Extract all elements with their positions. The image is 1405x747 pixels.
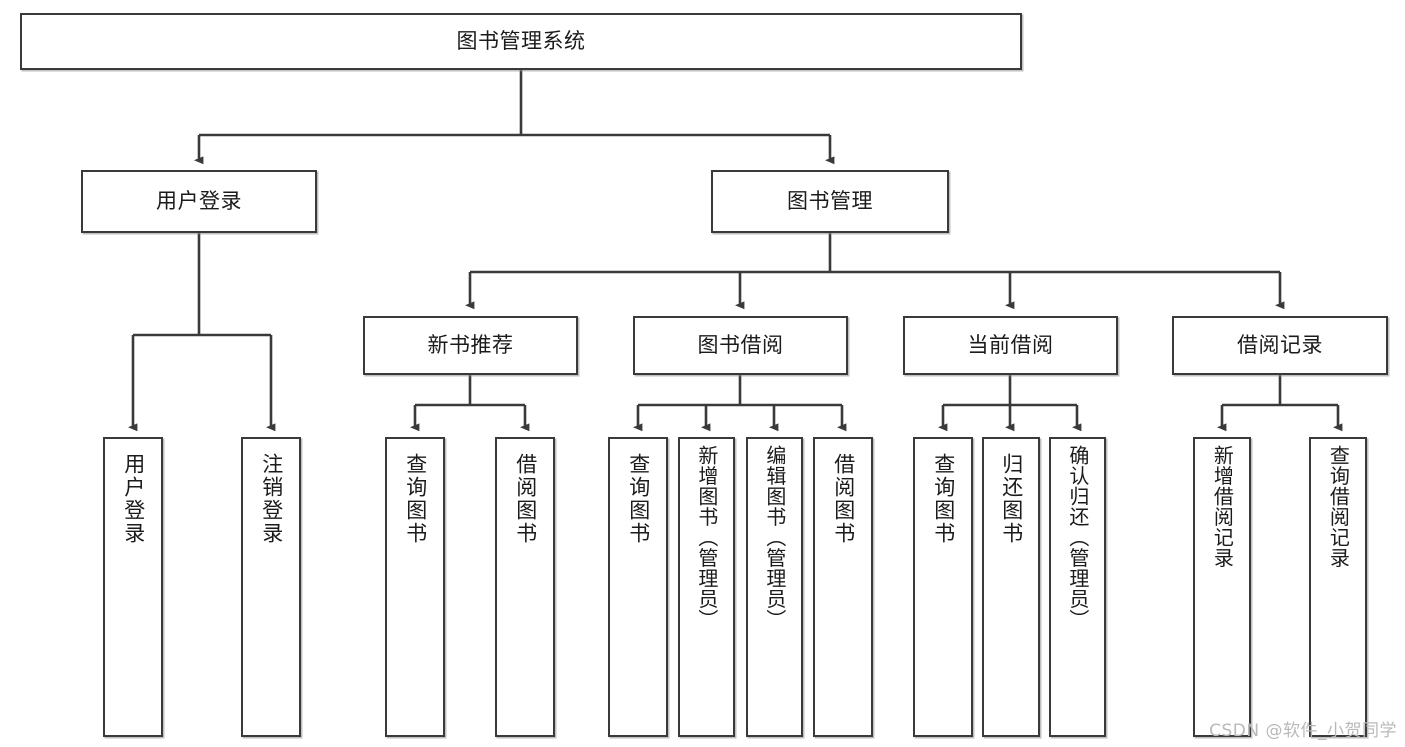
node-new-book-recommend-label: 新书推荐	[427, 333, 514, 358]
node-book-manage[interactable]: 图书管理	[711, 170, 949, 233]
node-root-system[interactable]: 图书管理系统	[20, 13, 1022, 70]
node-current-borrow[interactable]: 当前借阅	[903, 316, 1118, 375]
node-book-manage-label: 图书管理	[787, 189, 873, 214]
leaf-current-borrow-return[interactable]: 归还图书	[982, 437, 1040, 737]
leaf-new-book-query-label: 查询图书	[403, 453, 428, 545]
leaf-current-borrow-query[interactable]: 查询图书	[913, 437, 973, 737]
node-current-borrow-label: 当前借阅	[967, 333, 1054, 358]
node-borrow-record[interactable]: 借阅记录	[1172, 316, 1388, 375]
leaf-book-borrow-edit-label: 编辑图书（管理员）	[762, 445, 787, 630]
node-borrow-record-label: 借阅记录	[1237, 333, 1323, 358]
leaf-borrow-record-add-label: 新增借阅记录	[1210, 445, 1235, 568]
leaf-book-borrow-query-label: 查询图书	[626, 453, 651, 545]
leaf-book-borrow-borrow-label: 借阅图书	[831, 453, 856, 545]
watermark-text: CSDN @软件_小贺同学	[1209, 721, 1397, 741]
leaf-user-login-login[interactable]: 用户登录	[103, 437, 163, 737]
leaf-current-borrow-confirm[interactable]: 确认归还（管理员）	[1049, 437, 1106, 737]
leaf-book-borrow-query[interactable]: 查询图书	[608, 437, 668, 737]
leaf-user-login-logout[interactable]: 注销登录	[241, 437, 301, 737]
node-book-borrow-label: 图书借阅	[697, 333, 784, 358]
leaf-borrow-record-query[interactable]: 查询借阅记录	[1309, 437, 1367, 737]
node-user-login-label: 用户登录	[156, 189, 242, 214]
node-root-system-label: 图书管理系统	[456, 29, 586, 54]
leaf-borrow-record-add[interactable]: 新增借阅记录	[1193, 437, 1251, 737]
leaf-current-borrow-confirm-label: 确认归还（管理员）	[1065, 445, 1090, 630]
leaf-book-borrow-edit[interactable]: 编辑图书（管理员）	[746, 437, 803, 737]
leaf-new-book-borrow[interactable]: 借阅图书	[495, 437, 555, 737]
leaf-book-borrow-add-label: 新增图书（管理员）	[694, 445, 719, 630]
leaf-new-book-query[interactable]: 查询图书	[385, 437, 445, 737]
leaf-borrow-record-query-label: 查询借阅记录	[1326, 445, 1351, 568]
leaf-user-login-login-label: 用户登录	[121, 453, 146, 545]
leaf-current-borrow-query-label: 查询图书	[931, 453, 956, 545]
leaf-new-book-borrow-label: 借阅图书	[513, 453, 538, 545]
leaf-book-borrow-add[interactable]: 新增图书（管理员）	[678, 437, 735, 737]
leaf-user-login-logout-label: 注销登录	[259, 453, 284, 545]
leaf-book-borrow-borrow[interactable]: 借阅图书	[813, 437, 873, 737]
node-book-borrow[interactable]: 图书借阅	[633, 316, 848, 375]
node-new-book-recommend[interactable]: 新书推荐	[363, 316, 578, 375]
leaf-current-borrow-return-label: 归还图书	[999, 453, 1024, 545]
node-user-login[interactable]: 用户登录	[81, 170, 317, 233]
